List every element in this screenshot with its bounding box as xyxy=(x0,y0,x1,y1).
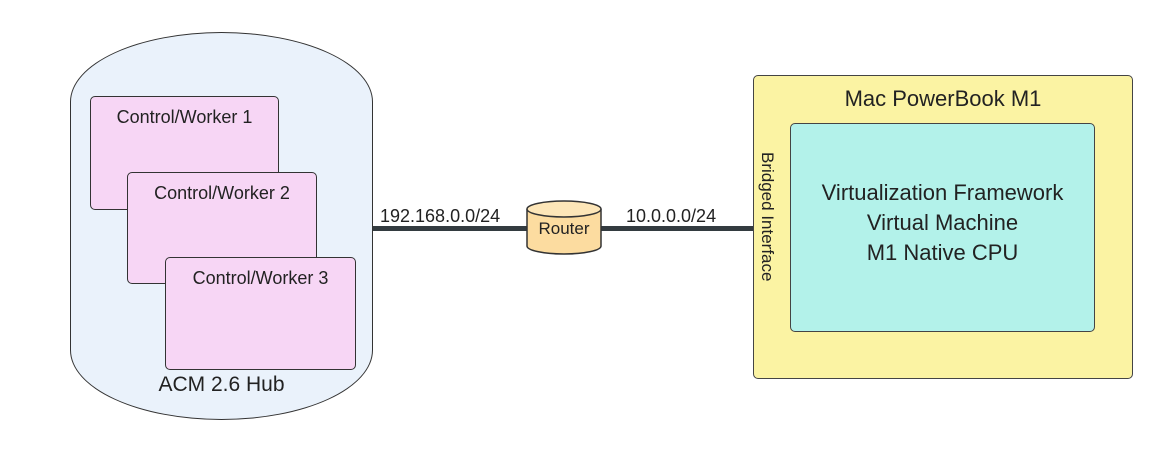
virtual-machine-box xyxy=(790,123,1095,332)
hub-router-link xyxy=(373,226,533,231)
control-worker-3-node: Control/Worker 3 xyxy=(165,257,356,370)
vm-description: Virtualization Framework Virtual Machine… xyxy=(790,178,1095,268)
right-subnet-label: 10.0.0.0/24 xyxy=(626,206,717,226)
router-vm-link xyxy=(600,226,792,231)
control-worker-3-label: Control/Worker 3 xyxy=(192,268,329,288)
bridged-interface-label: Bridged Interface xyxy=(758,152,777,282)
left-subnet-label: 192.168.0.0/24 xyxy=(380,206,501,226)
mac-title: Mac PowerBook M1 xyxy=(844,86,1042,111)
control-worker-2-label: Control/Worker 2 xyxy=(154,183,290,203)
control-worker-1-label: Control/Worker 1 xyxy=(116,107,253,127)
vm-line-cpu: M1 Native CPU xyxy=(866,240,1019,265)
router-cylinder-icon xyxy=(526,200,602,255)
vm-line-framework: Virtualization Framework xyxy=(821,180,1064,205)
router-label: Router xyxy=(538,219,590,238)
vm-line-machine: Virtual Machine xyxy=(866,210,1019,235)
hub-label: ACM 2.6 Hub xyxy=(158,373,285,396)
